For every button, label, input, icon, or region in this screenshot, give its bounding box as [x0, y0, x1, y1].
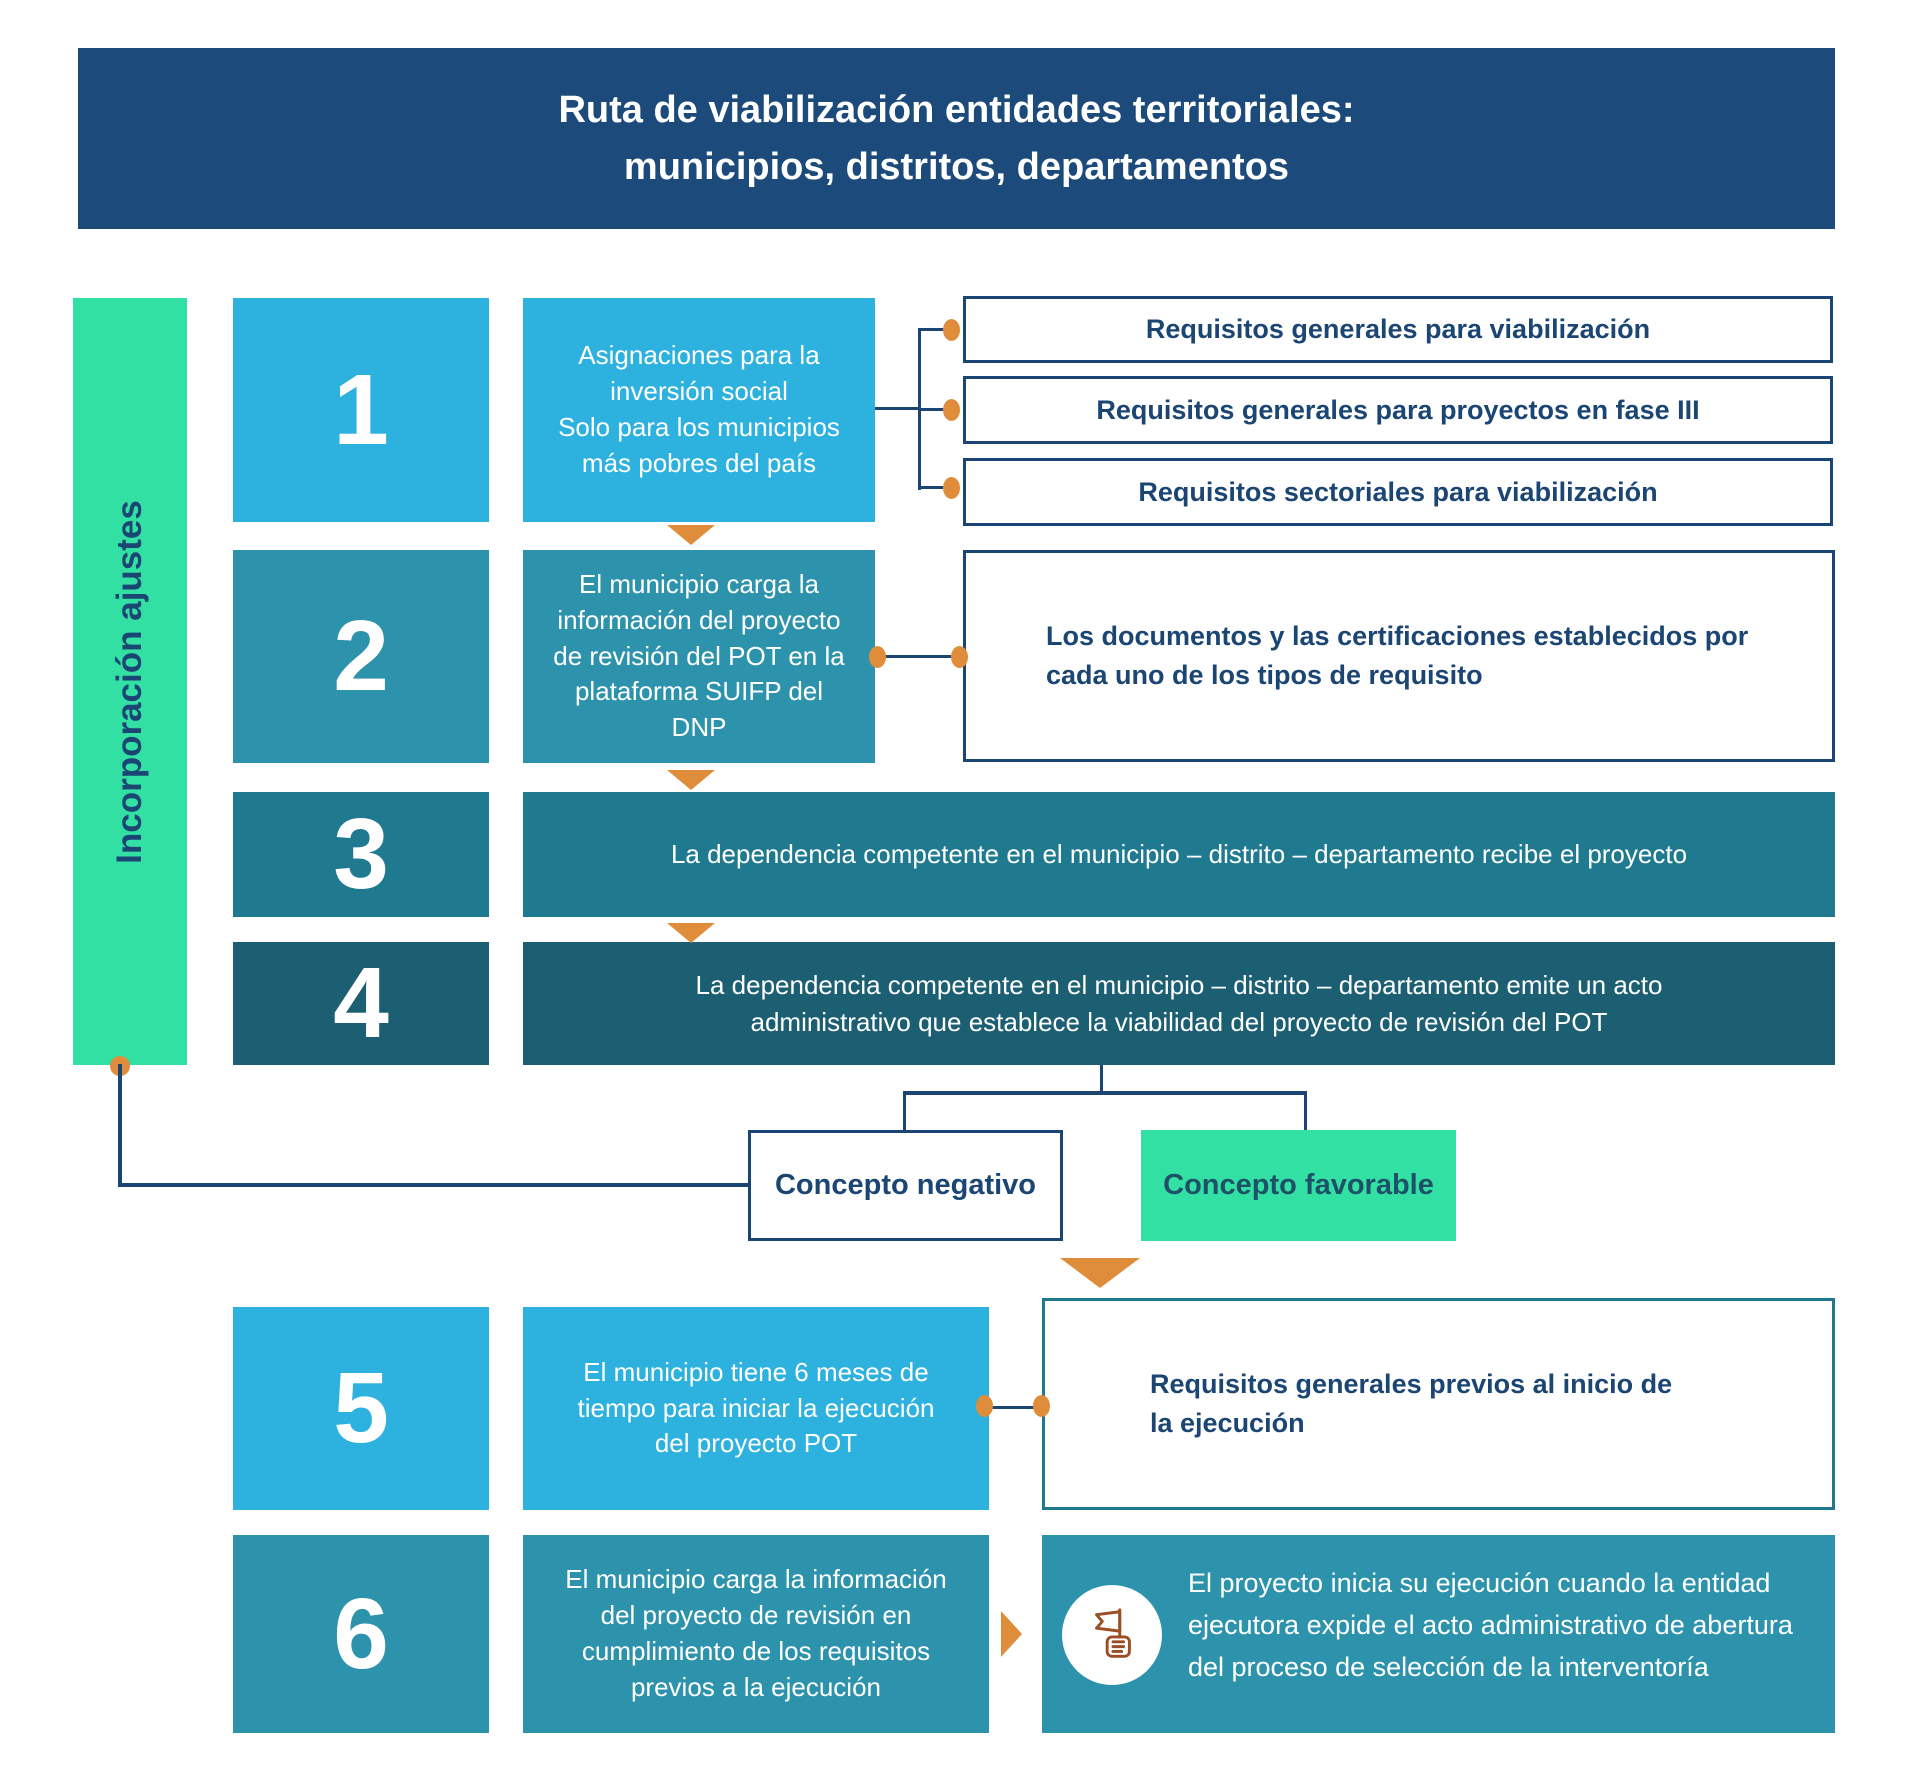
return-loop-vertical — [118, 1064, 122, 1185]
requisito-proyectos-fase3-box: Requisitos generales para proyectos en f… — [963, 376, 1833, 444]
step-6-box: El municipio carga la información del pr… — [523, 1535, 989, 1733]
step-4-box: La dependencia competente en el municipi… — [523, 942, 1835, 1065]
inicio-ejecucion-box: El proyecto inicia su ejecución cuando l… — [1042, 1535, 1835, 1733]
step-number-2: 2 — [233, 550, 489, 763]
step-number-3: 3 — [233, 792, 489, 917]
connector-dot-step2-left — [869, 646, 886, 668]
splitter-drop-favorable — [1304, 1095, 1307, 1130]
return-loop-horizontal — [118, 1183, 750, 1187]
step-number-4: 4 — [233, 942, 489, 1065]
splitter-horizontal-line — [903, 1091, 1307, 1095]
connector-dot-step5-left — [976, 1395, 993, 1417]
step-number-6: 6 — [233, 1535, 489, 1733]
inicio-ejecucion-text: El proyecto inicia su ejecución cuando l… — [1188, 1568, 1793, 1682]
concepto-negativo-box: Concepto negativo — [748, 1130, 1063, 1241]
connector-step1-stub-c — [918, 486, 958, 489]
concepto-favorable-box: Concepto favorable — [1141, 1130, 1456, 1241]
connector-dot-b — [943, 399, 960, 421]
step-3-box: La dependencia competente en el municipi… — [523, 792, 1835, 917]
requisito-sectoriales-box: Requisitos sectoriales para viabilizació… — [963, 458, 1833, 526]
documentos-certificaciones-box: Los documentos y las certificaciones est… — [963, 550, 1835, 762]
connector-step1-stub-a — [918, 328, 958, 331]
requisitos-previos-ejecucion-box: Requisitos generales previos al inicio d… — [1042, 1298, 1835, 1510]
arrow-down-step1-step2 — [667, 525, 715, 545]
requisito-generales-viabilizacion-box: Requisitos generales para viabilización — [963, 296, 1833, 363]
sidebar-incorporacion-ajustes: Incorporación ajustes — [73, 298, 187, 1065]
header-banner: Ruta de viabilización entidades territor… — [78, 48, 1835, 229]
connector-dot-c — [943, 477, 960, 499]
connector-dot-step5-right — [1033, 1395, 1050, 1417]
arrow-right-step6-final — [1001, 1611, 1022, 1657]
step-1-box: Asignaciones para la inversión social So… — [523, 298, 875, 522]
step-5-box: El municipio tiene 6 meses de tiempo par… — [523, 1307, 989, 1510]
flag-icon-circle — [1062, 1585, 1162, 1685]
connector-step5 — [985, 1406, 1043, 1409]
step-2-box: El municipio carga la información del pr… — [523, 550, 875, 763]
step-number-5: 5 — [233, 1307, 489, 1510]
splitter-feed-line — [1100, 1065, 1103, 1093]
connector-dot-step2-right — [951, 646, 968, 668]
connector-dot-a — [943, 319, 960, 341]
connector-step1-stub-b — [918, 408, 958, 411]
connector-step1-main — [875, 407, 920, 410]
flag-in-hand-icon — [1095, 1608, 1131, 1658]
sidebar-label: Incorporación ajustes — [110, 499, 149, 864]
splitter-drop-negativo — [903, 1095, 906, 1130]
page-title: Ruta de viabilización entidades territor… — [558, 88, 1355, 188]
arrow-down-favorable-step5 — [1060, 1258, 1140, 1288]
connector-step2 — [875, 655, 963, 658]
arrow-down-step3-step4 — [667, 923, 715, 943]
arrow-down-step2-step3 — [667, 770, 715, 790]
step-number-1: 1 — [233, 298, 489, 522]
